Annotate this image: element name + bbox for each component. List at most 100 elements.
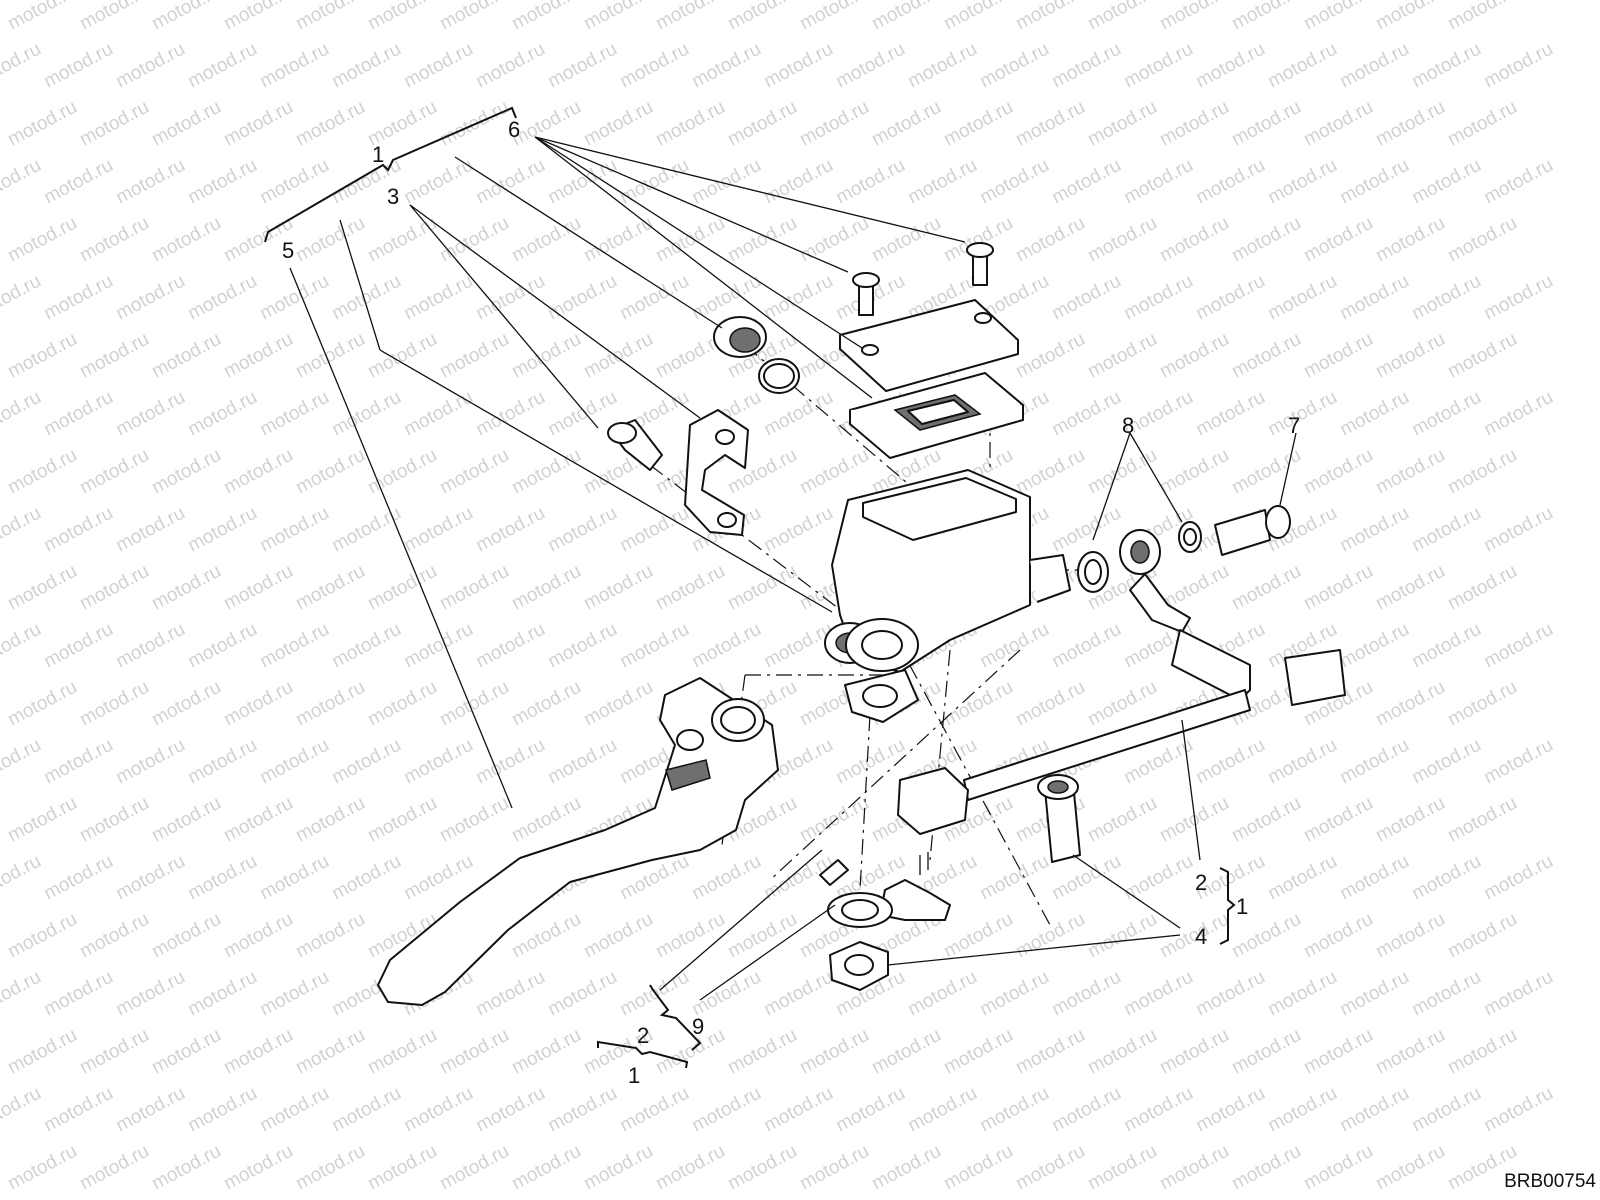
callout-1-right: 1 — [1236, 894, 1248, 919]
watermark-text: motod.ru — [832, 1083, 908, 1137]
watermark-text: motod.ru — [1084, 793, 1160, 847]
watermark-text: motod.ru — [148, 329, 224, 383]
watermark-text: motod.ru — [1444, 213, 1520, 267]
watermark-text: motod.ru — [580, 677, 656, 731]
watermark-text: motod.ru — [292, 793, 368, 847]
watermark-text: motod.ru — [688, 39, 764, 93]
watermark-text: motod.ru — [220, 445, 296, 499]
watermark-text: motod.ru — [1120, 271, 1196, 325]
watermark-text: motod.ru — [364, 1025, 440, 1079]
watermark-text: motod.ru — [580, 1141, 656, 1195]
watermark-text: motod.ru — [688, 155, 764, 209]
watermark-text: motod.ru — [508, 561, 584, 615]
watermark-text: motod.ru — [508, 677, 584, 731]
watermark-text: motod.ru — [148, 1025, 224, 1079]
watermark-text: motod.ru — [1084, 0, 1160, 34]
watermark-text: motod.ru — [580, 213, 656, 267]
watermark-text: motod.ru — [148, 677, 224, 731]
watermark-text: motod.ru — [1192, 735, 1268, 789]
watermark-text: motod.ru — [220, 561, 296, 615]
watermark-text: motod.ru — [184, 155, 260, 209]
watermark-text: motod.ru — [1084, 1141, 1160, 1195]
watermark-text: motod.ru — [1084, 329, 1160, 383]
watermark-text: motod.ru — [1300, 1141, 1376, 1195]
callout-9: 9 — [692, 1014, 704, 1039]
watermark-text: motod.ru — [796, 1141, 872, 1195]
watermark-text: motod.ru — [148, 909, 224, 963]
watermark-text: motod.ru — [652, 1141, 728, 1195]
watermark-text: motod.ru — [1228, 1025, 1304, 1079]
watermark-text: motod.ru — [1444, 561, 1520, 615]
watermark-text: motod.ru — [904, 1083, 980, 1137]
watermark-text: motod.ru — [220, 677, 296, 731]
watermark-text: motod.ru — [76, 909, 152, 963]
watermark-text: motod.ru — [688, 271, 764, 325]
watermark-text: motod.ru — [76, 329, 152, 383]
watermark-text: motod.ru — [184, 851, 260, 905]
watermark-text: motod.ru — [112, 387, 188, 441]
watermark-text: motod.ru — [544, 1083, 620, 1137]
watermark-text: motod.ru — [220, 329, 296, 383]
watermark-text: motod.ru — [1228, 561, 1304, 615]
watermark-text: motod.ru — [112, 39, 188, 93]
watermark-text: motod.ru — [1300, 561, 1376, 615]
watermark-text: motod.ru — [508, 213, 584, 267]
watermark-text: motod.ru — [1120, 1083, 1196, 1137]
watermark-text: motod.ru — [1012, 329, 1088, 383]
watermark-text: motod.ru — [1480, 39, 1556, 93]
watermark-text: motod.ru — [1156, 0, 1232, 34]
watermark-text: motod.ru — [184, 387, 260, 441]
watermark-text: motod.ru — [184, 503, 260, 557]
watermark-text: motod.ru — [40, 851, 116, 905]
watermark-text: motod.ru — [1048, 39, 1124, 93]
watermark-text: motod.ru — [508, 1141, 584, 1195]
watermark-text: motod.ru — [652, 909, 728, 963]
watermark-text: motod.ru — [868, 1025, 944, 1079]
watermark-text: motod.ru — [40, 155, 116, 209]
watermark-text: motod.ru — [184, 967, 260, 1021]
watermark-text: motod.ru — [940, 1141, 1016, 1195]
watermark-text: motod.ru — [256, 503, 332, 557]
watermark-text: motod.ru — [1192, 387, 1268, 441]
watermark-text: motod.ru — [436, 677, 512, 731]
watermark-text: motod.ru — [976, 39, 1052, 93]
watermark-text: motod.ru — [1372, 1141, 1448, 1195]
watermark-text: motod.ru — [796, 0, 872, 34]
watermark-text: motod.ru — [76, 677, 152, 731]
watermark-text: motod.ru — [1480, 503, 1556, 557]
watermark-text: motod.ru — [580, 561, 656, 615]
watermark-text: motod.ru — [1408, 619, 1484, 673]
watermark-text: motod.ru — [4, 793, 80, 847]
watermark-text: motod.ru — [1336, 155, 1412, 209]
watermark-text: motod.ru — [868, 1141, 944, 1195]
watermark-text: motod.ru — [1408, 1083, 1484, 1137]
group-braces — [264, 106, 1236, 1069]
watermark-text: motod.ru — [1012, 97, 1088, 151]
watermark-text: motod.ru — [472, 735, 548, 789]
watermark-text: motod.ru — [184, 271, 260, 325]
watermark-text: motod.ru — [1120, 155, 1196, 209]
part-pivot-bolt — [1037, 774, 1081, 863]
watermark-text: motod.ru — [1300, 445, 1376, 499]
watermark-text: motod.ru — [1264, 851, 1340, 905]
watermark-text: motod.ru — [1264, 1083, 1340, 1137]
watermark-text: motod.ru — [472, 619, 548, 673]
watermark-text: motod.ru — [148, 213, 224, 267]
watermark-text: motod.ru — [220, 793, 296, 847]
watermark-text: motod.ru — [0, 967, 45, 1021]
watermark-text: motod.ru — [1336, 503, 1412, 557]
watermark-text: motod.ru — [436, 0, 512, 34]
watermark-text: motod.ru — [1120, 967, 1196, 1021]
watermark-text: motod.ru — [1264, 39, 1340, 93]
watermark-text: motod.ru — [328, 851, 404, 905]
watermark-text: motod.ru — [148, 793, 224, 847]
watermark-text: motod.ru — [292, 329, 368, 383]
watermark-text: motod.ru — [1012, 213, 1088, 267]
watermark-text: motod.ru — [1300, 213, 1376, 267]
watermark-text: motod.ru — [1336, 851, 1412, 905]
watermark-text: motod.ru — [400, 735, 476, 789]
watermark-text: motod.ru — [1480, 967, 1556, 1021]
watermark-text: motod.ru — [1120, 39, 1196, 93]
drawing-code: BRB00754 — [1504, 1171, 1596, 1192]
watermark-text: motod.ru — [1192, 1083, 1268, 1137]
